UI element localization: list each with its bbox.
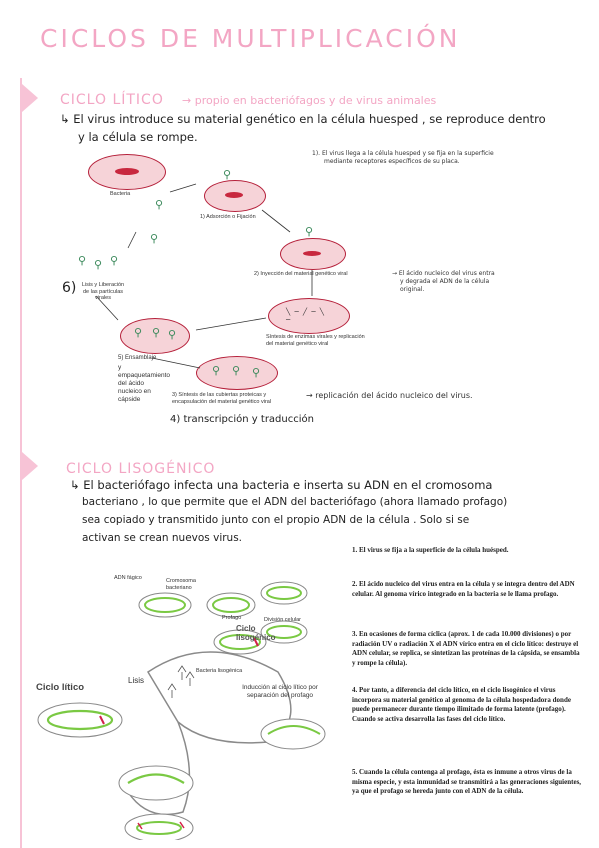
lisogenico-text-3: sea copiado y transmitido junto con el p… <box>82 514 470 526</box>
section-tab-litico <box>22 84 38 112</box>
sintesis-cell <box>268 298 350 334</box>
lisogenico-point-4: 4. Por tanto, a diferencia del ciclo lít… <box>352 686 571 723</box>
lisogenico-heading: CICLO LISOGÉNICO <box>66 461 216 477</box>
note-step2-a: → El ácido nucleico del virus entra <box>392 270 495 277</box>
lisogenico-point-2: 2. El ácido nucleico del virus entra en … <box>352 580 575 598</box>
step-lisis-num: 6) <box>62 280 77 296</box>
step-ensamblaje: 5) Ensamblaje <box>118 355 157 361</box>
lisogenico-text-4: activan se crean nuevos virus. <box>82 532 243 544</box>
bacteria-cell <box>88 154 166 190</box>
label-adn-fagico: ADN fágico <box>114 575 142 581</box>
phage-icon: ⚲ <box>223 168 232 181</box>
litico-intro-1: ↳ El virus introduce su material genétic… <box>60 112 546 126</box>
label-profago: Profago <box>222 615 242 621</box>
adsorcion-cell <box>204 180 266 212</box>
step-inyeccion: 2) Inyección del material genético viral <box>254 271 348 277</box>
diagram-drawing <box>37 581 326 843</box>
litico-heading: CICLO LÍTICO <box>60 92 164 108</box>
lisogenico-point-1: 1. El virus se fija a la superficie de l… <box>352 546 509 554</box>
label-cromosoma: Cromosoma bacteriano <box>166 578 196 591</box>
lisogenico-text-2: bacteriano , lo que permite que el ADN d… <box>82 496 508 508</box>
phage-icon: ⚲ <box>252 366 261 379</box>
label-ciclo-litico: Ciclo lítico <box>36 682 85 693</box>
step-empaqueta: y empaquetamiento del ácido nucleico en … <box>118 364 171 403</box>
label-bacteria-lisogenica: Bacteria lisogénica <box>196 668 243 674</box>
phage-icon: ⚲ <box>232 364 241 377</box>
lisogenic-diagram: ADN fágico Cromosoma bacteriano Profago … <box>28 572 344 843</box>
phage-icon: ⚲ <box>155 198 164 211</box>
section-tab-lisogenico <box>22 452 38 480</box>
phage-icon: ⚲ <box>212 364 221 377</box>
inyeccion-cell <box>280 238 346 270</box>
note-step1-a: 1). El virus llega a la célula huesped y… <box>312 150 494 157</box>
adsorcion-dna <box>225 192 243 198</box>
label-induccion: Inducción al ciclo lítico por separación… <box>242 684 318 699</box>
litico-intro-2: y la célula se rompe. <box>78 130 198 144</box>
litico-subheading: → propio en bacteriófagos y de virus ani… <box>182 94 437 107</box>
lisogenico-text-1: ↳ El bacteriófago infecta una bacteria e… <box>70 478 493 492</box>
note-step2-c: original. <box>400 286 425 293</box>
label-division: División celular <box>264 617 301 623</box>
bacteria-dna <box>115 168 139 175</box>
note-step2-b: y degrada el ADN de la célula <box>400 278 490 285</box>
page-title: CICLOS DE MULTIPLICACIÓN <box>40 24 461 53</box>
note-step1-b: mediante receptores específicos de su pl… <box>324 158 460 165</box>
ensamblaje-cell <box>120 318 190 354</box>
step-lisis: Lisis y Liberación de las partículas vir… <box>81 282 125 301</box>
phage-icon: ⚲ <box>134 326 143 339</box>
lisogenico-point-5: 5. Cuando la célula contenga al profago,… <box>352 768 582 796</box>
phage-icon: ⚲ <box>110 254 119 267</box>
phage-icon: ⚲ <box>94 258 103 271</box>
step-4: 4) transcripción y traducción <box>170 414 314 425</box>
inyeccion-dna <box>303 251 321 256</box>
lisogenico-point-3: 3. En ocasiones de forma cíclica (aprox.… <box>352 630 580 667</box>
step-sintesis: Síntesis de enzimas virales y replicació… <box>266 334 365 347</box>
margin-line <box>20 78 22 848</box>
phage-icon: ⚲ <box>168 328 177 341</box>
step-adsorcion: 1) Adsorción o Fijación <box>200 214 256 220</box>
phage-icon: ⚲ <box>305 225 314 238</box>
phage-icon: ⚲ <box>152 326 161 339</box>
phage-icon: ⚲ <box>78 254 87 267</box>
cubiertas-cell <box>196 356 278 390</box>
label-ciclo-lisogenico: Ciclo lisogénico <box>236 624 276 642</box>
bacteria-label: Bacteria <box>110 191 131 197</box>
viral-fragments: ╲ ─ ╱ ─ ╲ ─ <box>286 308 325 324</box>
label-lisis: Lisis <box>128 676 145 685</box>
phage-icon: ⚲ <box>150 232 159 245</box>
step-3: 3) Síntesis de las cubiertas proteicas y… <box>172 392 272 405</box>
note-step3: → replicación del ácido nucleico del vir… <box>306 391 473 400</box>
